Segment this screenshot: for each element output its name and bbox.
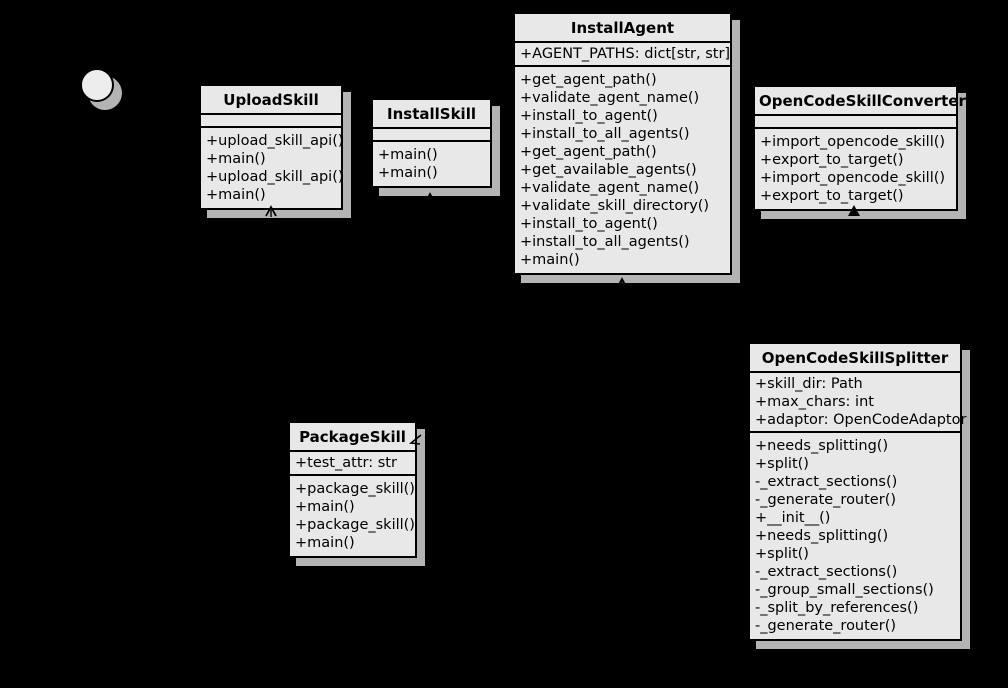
- method-item: +main(): [295, 499, 355, 515]
- method-item: -_extract_sections(): [755, 474, 898, 490]
- attributes-section: [201, 115, 341, 128]
- method-item: -_group_small_sections(): [755, 582, 934, 598]
- method-item: -_generate_router(): [755, 492, 897, 508]
- method-item: -_extract_sections(): [755, 564, 898, 580]
- class-box-installagent: InstallAgent +AGENT_PATHS: dict[str, str…: [513, 12, 732, 275]
- method-item: +main(): [378, 147, 438, 163]
- method-item: +main(): [378, 165, 438, 181]
- method-item: +main(): [206, 187, 266, 203]
- method-item: +install_to_all_agents(): [520, 234, 690, 250]
- method-item: +validate_agent_name(): [520, 180, 700, 196]
- method-item: +validate_agent_name(): [520, 90, 700, 106]
- attributes-section: +AGENT_PATHS: dict[str, str]: [515, 43, 730, 67]
- attribute-item: +max_chars: int: [755, 394, 874, 410]
- methods-section: +main() +main(): [373, 142, 490, 186]
- attribute-item: +skill_dir: Path: [755, 376, 863, 392]
- attribute-item: +AGENT_PATHS: dict[str, str]: [520, 46, 731, 62]
- class-box-opencodeskillconverter: OpenCodeSkillConverter +import_opencode_…: [753, 85, 966, 211]
- method-item: +needs_splitting(): [755, 438, 889, 454]
- method-item: +__init__(): [755, 510, 831, 526]
- method-item: +get_agent_path(): [520, 144, 657, 160]
- interface-circle: [80, 68, 114, 102]
- method-item: +export_to_target(): [760, 152, 904, 168]
- attributes-section: [373, 129, 490, 142]
- class-box-installskill: InstallSkill +main() +main(): [371, 98, 492, 188]
- method-item: +import_opencode_skill(): [760, 134, 946, 150]
- method-item: +main(): [520, 252, 580, 268]
- method-item: +split(): [755, 546, 809, 562]
- method-item: +validate_skill_directory(): [520, 198, 710, 214]
- method-item: -_generate_router(): [755, 618, 897, 634]
- methods-section: +upload_skill_api() +main() +upload_skill_…: [201, 128, 344, 208]
- method-item: +install_to_all_agents(): [520, 126, 690, 142]
- method-item: +needs_splitting(): [755, 528, 889, 544]
- method-item: +get_available_agents(): [520, 162, 697, 178]
- method-item: +main(): [295, 535, 355, 551]
- attribute-item: +adaptor: OpenCodeAdaptor: [755, 412, 967, 428]
- method-item: +get_agent_path(): [520, 72, 657, 88]
- method-item: +upload_skill_api(): [206, 133, 344, 149]
- dependency-arrowhead: [408, 434, 430, 445]
- methods-section: +import_opencode_skill() +export_to_targe…: [755, 129, 956, 209]
- generalization-open-arrowhead: [616, 277, 628, 289]
- attributes-section: +test_attr: str: [290, 452, 415, 476]
- class-title: UploadSkill: [201, 86, 341, 115]
- method-item: +upload_skill_api(): [206, 169, 344, 185]
- generalization-open-arrowhead: [424, 192, 436, 204]
- attributes-section: +skill_dir: Path +max_chars: int +adaptor:…: [750, 373, 967, 433]
- class-box-packageskill: PackageSkill +test_attr: str +package_sk…: [288, 421, 417, 558]
- methods-section: +package_skill() +main() +package_skill() +…: [290, 476, 415, 556]
- attributes-section: [755, 116, 956, 129]
- method-item: +main(): [206, 151, 266, 167]
- methods-section: +needs_splitting() +split() -_extract_sect…: [750, 433, 960, 639]
- method-item: +split(): [755, 456, 809, 472]
- methods-section: +get_agent_path() +validate_agent_name() +…: [515, 67, 730, 273]
- class-title: InstallSkill: [373, 100, 490, 129]
- class-title: OpenCodeSkillConverter: [755, 87, 966, 116]
- attribute-item: +test_attr: str: [295, 455, 397, 471]
- method-item: +package_skill(): [295, 517, 415, 533]
- method-item: +install_to_agent(): [520, 216, 658, 232]
- generalization-filled-arrowhead: [848, 205, 860, 216]
- method-item: +import_opencode_skill(): [760, 170, 946, 186]
- method-item: +package_skill(): [295, 481, 415, 497]
- method-item: +export_to_target(): [760, 188, 904, 204]
- class-title: OpenCodeSkillSplitter: [750, 344, 960, 373]
- generalization-open-arrowhead: [265, 205, 277, 217]
- class-box-uploadskill: UploadSkill +upload_skill_api()+main()+u…: [199, 84, 344, 210]
- class-title: InstallAgent: [515, 14, 730, 43]
- method-item: +install_to_agent(): [520, 108, 658, 124]
- method-item: -_split_by_references(): [755, 600, 919, 616]
- class-box-opencodeskillsplitter: OpenCodeSkillSplitter +skill_dir: Path +m…: [748, 342, 967, 641]
- class-title: PackageSkill: [290, 423, 415, 452]
